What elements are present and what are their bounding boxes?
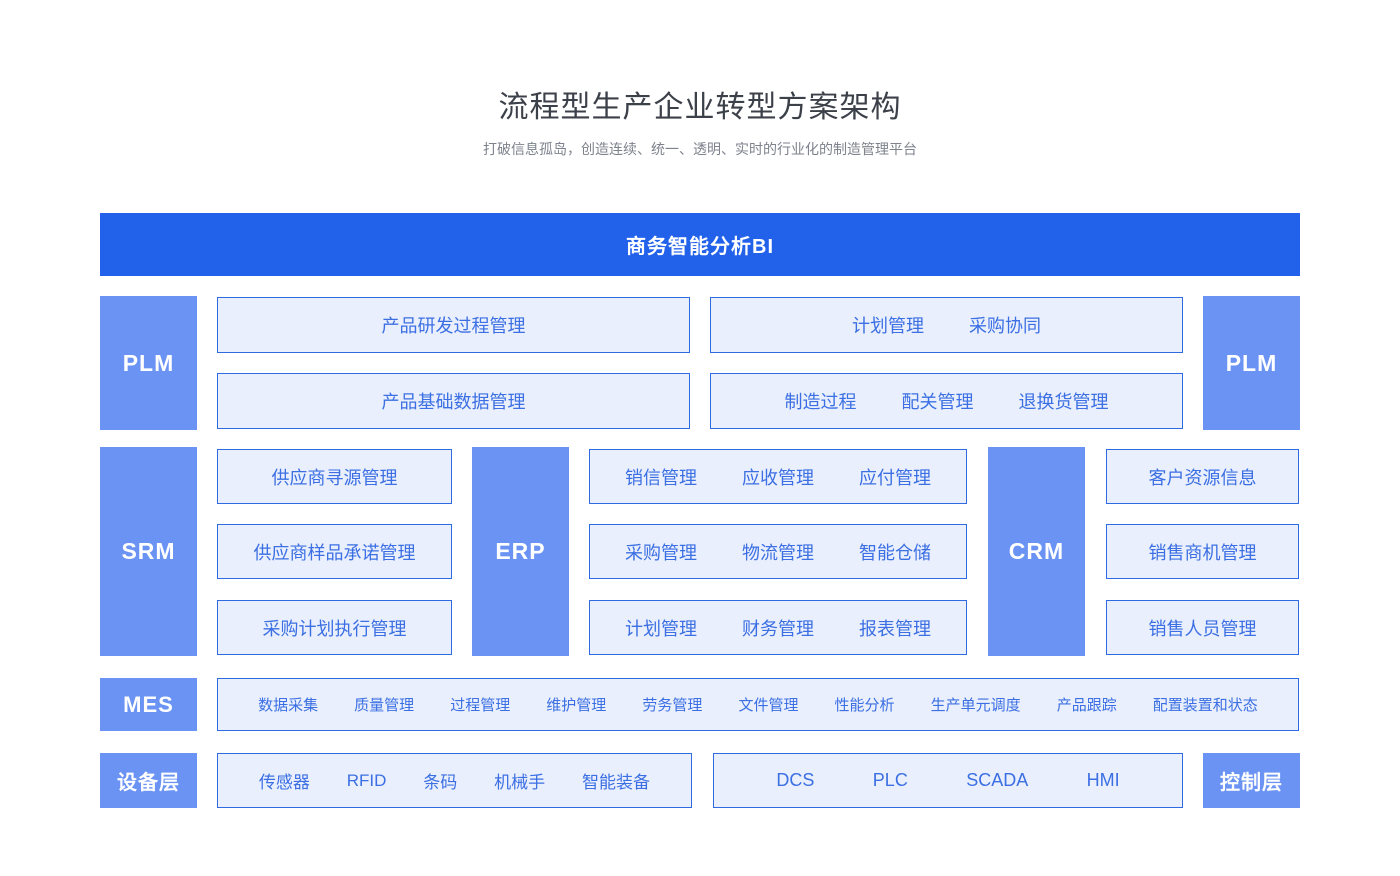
bi-bar: 商务智能分析BI: [100, 213, 1300, 276]
plm-box-plan-purchase: 计划管理 采购协同: [710, 297, 1183, 353]
box-item: 维护管理: [546, 697, 607, 714]
box-item: 退换货管理: [1018, 392, 1109, 412]
box-item: 条码: [423, 773, 458, 792]
box-item: 智能装备: [582, 773, 651, 792]
erp-box-row1: 销信管理 应收管理 应付管理: [589, 449, 967, 504]
page-subtitle: 打破信息孤岛，创造连续、统一、透明、实时的行业化的制造管理平台: [483, 141, 917, 157]
device-layer-label: 设备层: [100, 753, 197, 808]
plm-box-base-data: 产品基础数据管理: [217, 373, 690, 429]
box-item: 应收管理: [742, 467, 814, 488]
box-item: 应付管理: [859, 467, 931, 488]
crm-box-opportunity: 销售商机管理: [1106, 524, 1299, 579]
box-item: PLC: [872, 770, 908, 790]
box-item: 供应商样品承诺管理: [253, 542, 416, 563]
erp-box-row3: 计划管理 财务管理 报表管理: [589, 600, 967, 655]
device-box: 传感器 RFID 条码 机械手 智能装备: [217, 753, 692, 808]
erp-label: ERP: [472, 447, 569, 656]
box-item: 采购管理: [625, 542, 697, 563]
box-item: 质量管理: [354, 697, 415, 714]
plm-right-label: PLM: [1203, 296, 1300, 430]
box-item: SCADA: [966, 770, 1029, 790]
srm-box-sourcing: 供应商寻源管理: [217, 449, 452, 504]
box-item: 物流管理: [742, 542, 814, 563]
mes-label: MES: [100, 678, 197, 731]
box-item: 供应商寻源管理: [271, 467, 398, 488]
box-item: 生产单元调度: [930, 697, 1021, 714]
box-item: DCS: [776, 770, 815, 790]
crm-box-sales-staff: 销售人员管理: [1106, 600, 1299, 655]
box-item: 配置装置和状态: [1152, 697, 1258, 714]
box-item: 智能仓储: [859, 542, 931, 563]
box-item: RFID: [346, 770, 387, 790]
box-item: 客户资源信息: [1148, 467, 1257, 488]
box-item: 劳务管理: [642, 697, 703, 714]
box-item: 采购协同: [969, 316, 1041, 336]
erp-box-row2: 采购管理 物流管理 智能仓储: [589, 524, 967, 579]
box-item: 制造过程: [784, 392, 857, 412]
box-item: 传感器: [258, 773, 310, 792]
plm-box-product-rd: 产品研发过程管理: [217, 297, 690, 353]
mes-box: 数据采集 质量管理 过程管理 维护管理 劳务管理 文件管理 性能分析 生产单元调度 产品跟踪 配置…: [217, 678, 1299, 731]
box-item: 配关管理: [901, 392, 974, 412]
box-item: 过程管理: [450, 697, 511, 714]
srm-box-sample: 供应商样品承诺管理: [217, 524, 452, 579]
crm-box-customer-info: 客户资源信息: [1106, 449, 1299, 504]
plm-box-manufacturing: 制造过程 配关管理 退换货管理: [710, 373, 1183, 429]
box-item: 销售商机管理: [1148, 542, 1257, 563]
box-item: 报表管理: [859, 618, 931, 639]
box-item: HMI: [1086, 770, 1120, 790]
box-item: 产品基础数据管理: [381, 392, 526, 412]
box-item: 计划管理: [852, 316, 924, 336]
page-title: 流程型生产企业转型方案架构: [498, 91, 902, 124]
box-item: 产品跟踪: [1056, 697, 1117, 714]
control-layer-label: 控制层: [1203, 753, 1300, 808]
box-item: 计划管理: [625, 618, 697, 639]
crm-label: CRM: [988, 447, 1085, 656]
box-item: 机械手: [494, 773, 546, 792]
box-item: 文件管理: [738, 697, 799, 714]
box-item: 产品研发过程管理: [381, 316, 526, 336]
control-box: DCS PLC SCADA HMI: [713, 753, 1183, 808]
box-item: 销售人员管理: [1148, 618, 1257, 639]
box-item: 数据采集: [258, 697, 319, 714]
box-item: 销信管理: [625, 467, 697, 488]
box-item: 采购计划执行管理: [262, 618, 407, 639]
plm-left-label: PLM: [100, 296, 197, 430]
srm-label: SRM: [100, 447, 197, 656]
box-item: 财务管理: [742, 618, 814, 639]
box-item: 性能分析: [834, 697, 895, 714]
srm-box-purchase-plan: 采购计划执行管理: [217, 600, 452, 655]
